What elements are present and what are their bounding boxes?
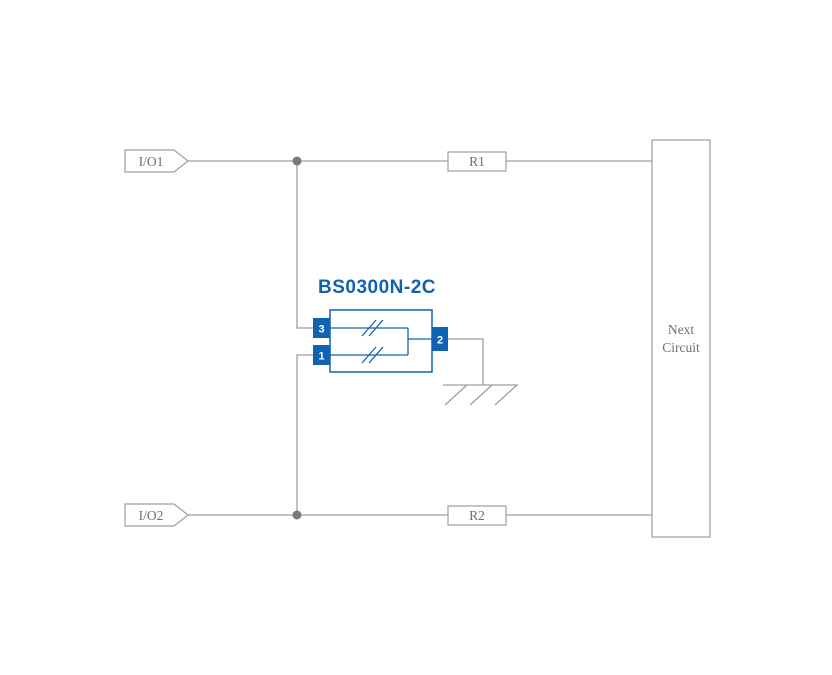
io2-flag-shape: [124, 503, 189, 527]
next-circuit-label-line2: Circuit: [662, 340, 700, 355]
ground-hatch-1: [444, 384, 468, 406]
next-circuit-box: [651, 139, 711, 538]
junction-dot-top: [292, 156, 302, 166]
diode-top-icon: [361, 319, 384, 337]
wire-junction1-to-pin3: [296, 161, 313, 329]
part-number-label: BS0300N-2C: [318, 277, 436, 298]
component-body: [329, 309, 433, 373]
r2-box: [447, 505, 507, 526]
diode-bottom-stroke-1: [361, 346, 377, 364]
wires: [188, 160, 652, 516]
wire-pin2-to-ground: [448, 338, 484, 385]
pin-1: 1: [313, 345, 330, 365]
pin1-pad: [313, 345, 330, 365]
io1-flag-shape: [124, 149, 189, 173]
r2-label: R2: [469, 508, 485, 523]
io2-label: I/O2: [139, 508, 164, 523]
pin3-pad: [313, 318, 330, 338]
io1-label: I/O1: [139, 154, 164, 169]
ground-hatch-3: [494, 384, 518, 406]
r1-box: [447, 151, 507, 172]
resistor-r2: R2: [447, 505, 507, 526]
junction-dot-bottom: [292, 510, 302, 520]
connector-io1: I/O1: [124, 149, 189, 173]
diode-bottom-icon: [361, 346, 384, 364]
pin2-label: 2: [437, 335, 443, 347]
ground-symbol: [443, 384, 518, 406]
diode-bottom-stroke-2: [368, 346, 384, 364]
pin2-pad: [432, 327, 448, 351]
resistor-r1: R1: [447, 151, 507, 172]
pin1-label: 1: [318, 351, 324, 363]
next-circuit-block: Next Circuit: [651, 139, 711, 538]
pin-3: 3: [313, 318, 330, 338]
diode-top-stroke-1: [361, 319, 377, 337]
pin-2: 2: [432, 327, 448, 351]
pin3-label: 3: [318, 324, 324, 336]
tvs-component: BS0300N-2C 3: [313, 277, 448, 373]
wire-junction2-to-pin1: [296, 354, 313, 515]
ground-hatch-2: [469, 384, 493, 406]
r1-label: R1: [469, 154, 485, 169]
diode-top-stroke-2: [368, 319, 384, 337]
next-circuit-label-line1: Next: [668, 322, 694, 337]
connector-io2: I/O2: [124, 503, 189, 527]
